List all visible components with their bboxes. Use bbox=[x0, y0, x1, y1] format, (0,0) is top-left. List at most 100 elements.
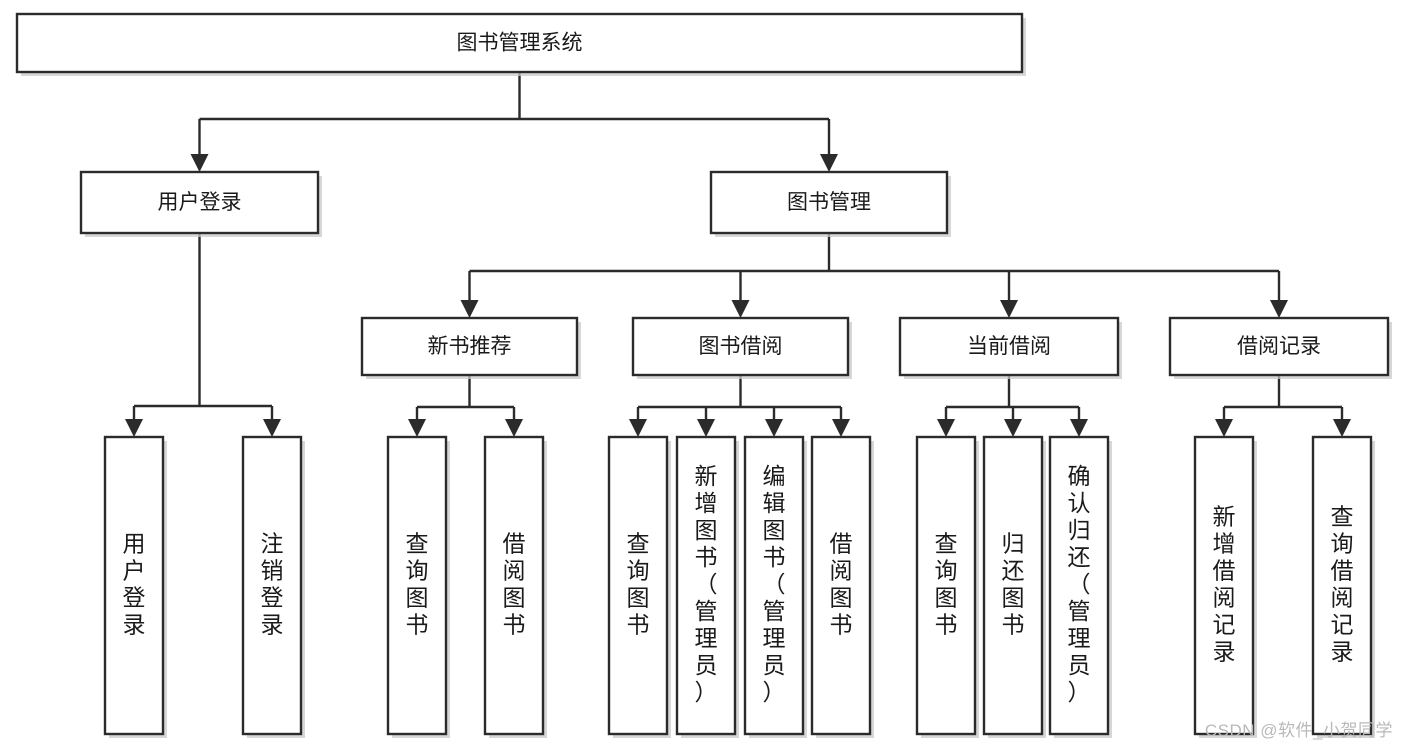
arrow-head-icon bbox=[820, 154, 838, 172]
node-box[interactable] bbox=[709, 170, 949, 235]
node-book-borrow[interactable]: 图书借阅 bbox=[631, 316, 852, 379]
node-label-char: 书 bbox=[1002, 612, 1025, 638]
node-box[interactable] bbox=[810, 435, 872, 736]
node-box[interactable] bbox=[982, 435, 1044, 736]
node-label-char: 登 bbox=[123, 585, 146, 611]
node-label-char: 认 bbox=[1068, 490, 1091, 516]
node-label-char: 询 bbox=[406, 558, 429, 584]
node-label-char: 阅 bbox=[1213, 585, 1236, 611]
node-label-char: 录 bbox=[261, 612, 284, 638]
arrow-head-icon bbox=[408, 419, 426, 437]
node-label-char: 辑 bbox=[763, 490, 786, 516]
node-label: 图书管理 bbox=[787, 191, 871, 214]
node-box[interactable] bbox=[1048, 435, 1110, 736]
node-box[interactable] bbox=[1311, 435, 1373, 736]
nodes-layer: 图书管理系统用户登录图书管理新书推荐图书借阅当前借阅借阅记录用户登录注销登录查询… bbox=[15, 12, 1392, 738]
node-label-char: 增 bbox=[695, 490, 718, 516]
node-label-char: 登 bbox=[261, 585, 284, 611]
node-label-char: 员 bbox=[763, 652, 786, 678]
node-label-char: 还 bbox=[1068, 544, 1091, 570]
connectors-layer bbox=[125, 72, 1351, 437]
node-current-borrow[interactable]: 当前借阅 bbox=[898, 316, 1122, 379]
node-label-char: 图 bbox=[763, 517, 786, 543]
node-box[interactable] bbox=[103, 435, 165, 736]
node-box[interactable] bbox=[360, 316, 579, 377]
node-borrow-record[interactable]: 借阅记录 bbox=[1168, 316, 1392, 379]
node-user-login[interactable]: 用户登录 bbox=[79, 170, 322, 237]
arrow-head-icon bbox=[1270, 300, 1288, 318]
node-box[interactable] bbox=[483, 435, 545, 736]
node-book-manage[interactable]: 图书管理 bbox=[709, 170, 951, 237]
node-label-char: 书 bbox=[830, 612, 853, 638]
node-label-char: 书 bbox=[627, 612, 650, 638]
arrow-head-icon bbox=[697, 419, 715, 437]
node-label-char: 借 bbox=[503, 531, 526, 557]
node-label-char: 查 bbox=[1331, 504, 1354, 530]
node-label-char: 员 bbox=[1068, 652, 1091, 678]
node-label-char: 理 bbox=[763, 625, 786, 651]
node-box[interactable] bbox=[1193, 435, 1255, 736]
node-label-char: （ bbox=[1068, 571, 1091, 597]
node-label-char: 借 bbox=[830, 531, 853, 557]
node-label-char: 录 bbox=[123, 612, 146, 638]
node-box[interactable] bbox=[675, 435, 737, 736]
node-box[interactable] bbox=[241, 435, 303, 736]
node-label-char: 图 bbox=[935, 585, 958, 611]
node-label: 当前借阅 bbox=[967, 335, 1051, 358]
node-label-char: 图 bbox=[830, 585, 853, 611]
node-box[interactable] bbox=[631, 316, 850, 377]
node-label-char: 图 bbox=[406, 585, 429, 611]
node-label-char: 注 bbox=[261, 531, 284, 557]
node-label-char: 书 bbox=[763, 544, 786, 570]
arrow-head-icon bbox=[263, 419, 281, 437]
arrow-head-icon bbox=[765, 419, 783, 437]
node-box[interactable] bbox=[79, 170, 320, 235]
node-label: 用户登录 bbox=[158, 191, 242, 214]
arrow-head-icon bbox=[1000, 300, 1018, 318]
node-label: 新书推荐 bbox=[428, 335, 512, 358]
node-root[interactable]: 图书管理系统 bbox=[15, 12, 1026, 76]
node-label-char: 查 bbox=[627, 531, 650, 557]
node-label-char: 书 bbox=[406, 612, 429, 638]
node-label-char: 询 bbox=[627, 558, 650, 584]
node-label-char: 户 bbox=[123, 558, 146, 584]
node-label-char: 编 bbox=[763, 463, 786, 489]
node-label-char: 录 bbox=[1213, 639, 1236, 665]
arrow-head-icon bbox=[460, 300, 479, 318]
node-label: 图书借阅 bbox=[699, 335, 783, 358]
node-label-char: 管 bbox=[763, 598, 786, 624]
arrow-head-icon bbox=[1004, 419, 1022, 437]
node-box[interactable] bbox=[386, 435, 448, 736]
node-box[interactable] bbox=[743, 435, 805, 736]
node-box[interactable] bbox=[15, 12, 1024, 74]
node-box[interactable] bbox=[915, 435, 977, 736]
node-leaf-user-login[interactable]: 用户登录 bbox=[103, 435, 167, 738]
node-box[interactable] bbox=[1168, 316, 1390, 377]
node-label-char: 记 bbox=[1331, 612, 1354, 638]
arrow-head-icon bbox=[505, 419, 523, 437]
node-label-char: 借 bbox=[1213, 558, 1236, 584]
node-label-char: 新 bbox=[1213, 504, 1236, 530]
node-box[interactable] bbox=[607, 435, 669, 736]
node-label-char: 员 bbox=[695, 652, 718, 678]
node-label-char: 用 bbox=[123, 531, 146, 557]
node-box[interactable] bbox=[898, 316, 1120, 377]
node-label-char: 书 bbox=[695, 544, 718, 570]
node-label: 图书管理系统 bbox=[457, 32, 583, 55]
node-label-char: 询 bbox=[1331, 531, 1354, 557]
node-new-book-recommend[interactable]: 新书推荐 bbox=[360, 316, 581, 379]
